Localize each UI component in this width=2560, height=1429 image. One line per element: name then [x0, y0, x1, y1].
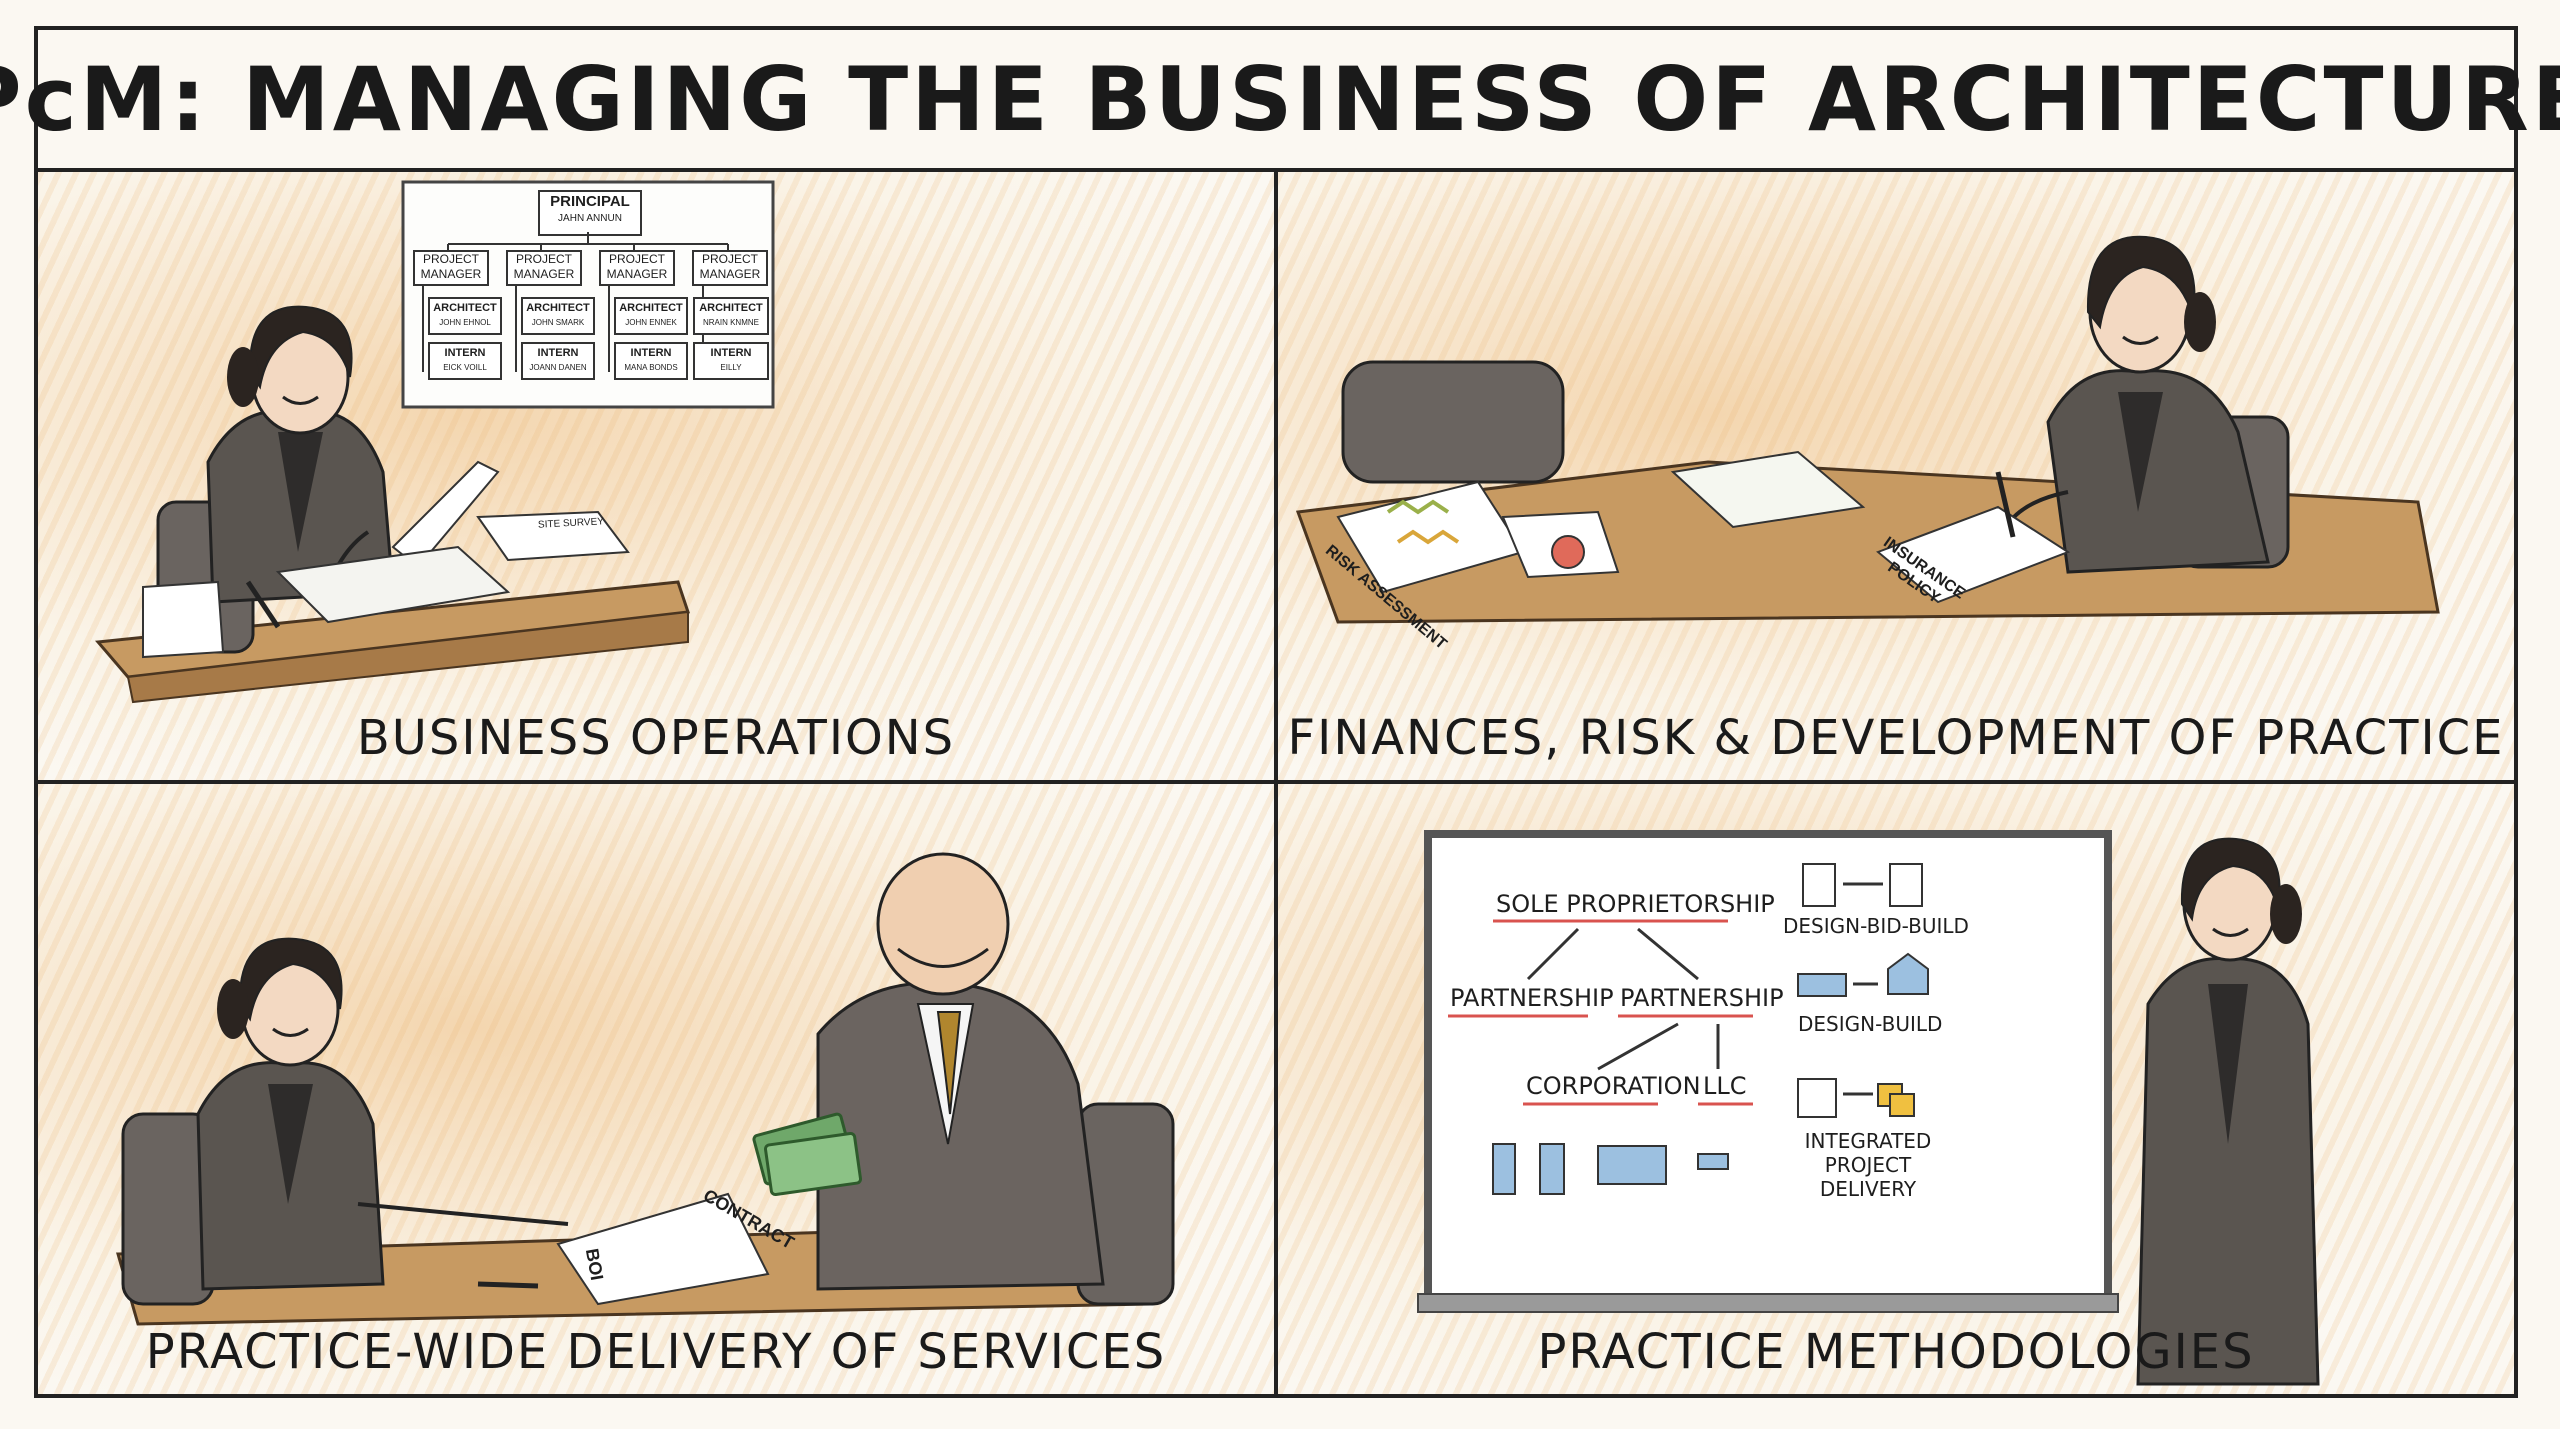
caption-finances: FINANCES, RISK & DEVELOPMENT OF PRACTICE: [1287, 710, 2505, 766]
tools-icon: [1797, 1078, 1837, 1118]
wb-partnership-a: PARTNERSHIP: [1450, 984, 1614, 1012]
woman-architect: [2136, 837, 2320, 1386]
contract-doc: [556, 1192, 770, 1306]
woman-architect: [206, 305, 395, 604]
whiteboard-tray: [1417, 1293, 2119, 1313]
org-principal: PRINCIPAL JAHN ANNUN: [538, 190, 642, 236]
panel-delivery-illustration: [116, 852, 1175, 1326]
title-bar: PcM: MANAGING THE BUSINESS OF ARCHITECTU…: [0, 30, 2560, 172]
money-stack-icon: [752, 1112, 863, 1197]
pen: [477, 1281, 539, 1289]
document-icon: [1802, 863, 1836, 907]
wb-partnership-b: PARTNERSHIP: [1620, 984, 1784, 1012]
comic-frame: PcM: MANAGING THE BUSINESS OF ARCHITECTU…: [0, 26, 2560, 1398]
pen: [1995, 471, 2016, 538]
org-manager-3: PROJECT MANAGER: [599, 250, 675, 286]
panel-finances: RISK ASSESSMENT INSURANCE POLICY FINANCE…: [1278, 172, 2514, 784]
woman-architect: [196, 937, 569, 1291]
org-intern-4: INTERN EILLY: [693, 342, 769, 380]
wb-corporation: CORPORATION: [1526, 1072, 1701, 1100]
panel-delivery: CONTRACT BOI PRACTICE-WIDE DELIVERY OF S…: [38, 784, 1278, 1394]
wb-design-bid-build: DESIGN-BID-BUILD: [1783, 914, 1969, 938]
panel-methodologies-illustration: [1417, 830, 2320, 1386]
blueprint-sheet: [275, 545, 511, 624]
floor-plan-sheet: [142, 580, 225, 659]
org-architect-2: ARCHITECT JOHN SMARK: [521, 297, 595, 335]
block-icon: [1797, 973, 1847, 997]
wb-design-build: DESIGN-BUILD: [1798, 1012, 1943, 1036]
panel-methodologies: SOLE PROPRIETORSHIP PARTNERSHIP PARTNERS…: [1278, 784, 2514, 1394]
whiteboard-text: SOLE PROPRIETORSHIP PARTNERSHIP PARTNERS…: [1278, 784, 2514, 1394]
org-manager-1: PROJECT MANAGER: [413, 250, 489, 286]
org-intern-1: INTERN EICK VOILL: [428, 342, 502, 380]
org-architect-3: ARCHITECT JOHN ENNEK: [614, 297, 688, 335]
wb-integrated-project-delivery: INTEGRATED PROJECT DELIVERY: [1804, 1129, 1932, 1201]
document-icon: [1889, 863, 1923, 907]
insurance-policy-doc: [1876, 505, 2071, 604]
org-intern-2: INTERN JOANN DANEN: [521, 342, 595, 380]
client-man: [816, 852, 1105, 1291]
org-architect-4: ARCHITECT NRAIN KNMNE: [693, 297, 769, 335]
caption-methodologies: PRACTICE METHODOLOGIES: [1537, 1324, 2255, 1380]
woman-architect: [2001, 235, 2270, 574]
panel-finances-illustration: [1295, 235, 2440, 624]
wb-llc: LLC: [1703, 1072, 1747, 1100]
empty-chair: [1341, 360, 1565, 484]
site-survey-sheet: [476, 510, 630, 562]
page-title: PcM: MANAGING THE BUSINESS OF ARCHITECTU…: [0, 47, 2560, 151]
org-manager-2: PROJECT MANAGER: [506, 250, 582, 286]
panel-business-operations: PRINCIPAL JAHN ANNUN PROJECT MANAGER ARC…: [38, 172, 1278, 784]
org-architect-1: ARCHITECT JOHN EHNOL: [428, 297, 502, 335]
caption-business-operations: BUSINESS OPERATIONS: [356, 710, 956, 766]
pen: [245, 580, 281, 629]
wb-sole-proprietorship: SOLE PROPRIETORSHIP: [1496, 890, 1775, 918]
org-chart: PRINCIPAL JAHN ANNUN PROJECT MANAGER ARC…: [403, 182, 773, 407]
org-manager-4: PROJECT MANAGER: [692, 250, 768, 286]
org-intern-3: INTERN MANA BONDS: [614, 342, 688, 380]
spreadsheet-doc: [1670, 450, 1866, 529]
house-icon: [1887, 952, 1929, 995]
caption-delivery: PRACTICE-WIDE DELIVERY OF SERVICES: [145, 1324, 1167, 1380]
